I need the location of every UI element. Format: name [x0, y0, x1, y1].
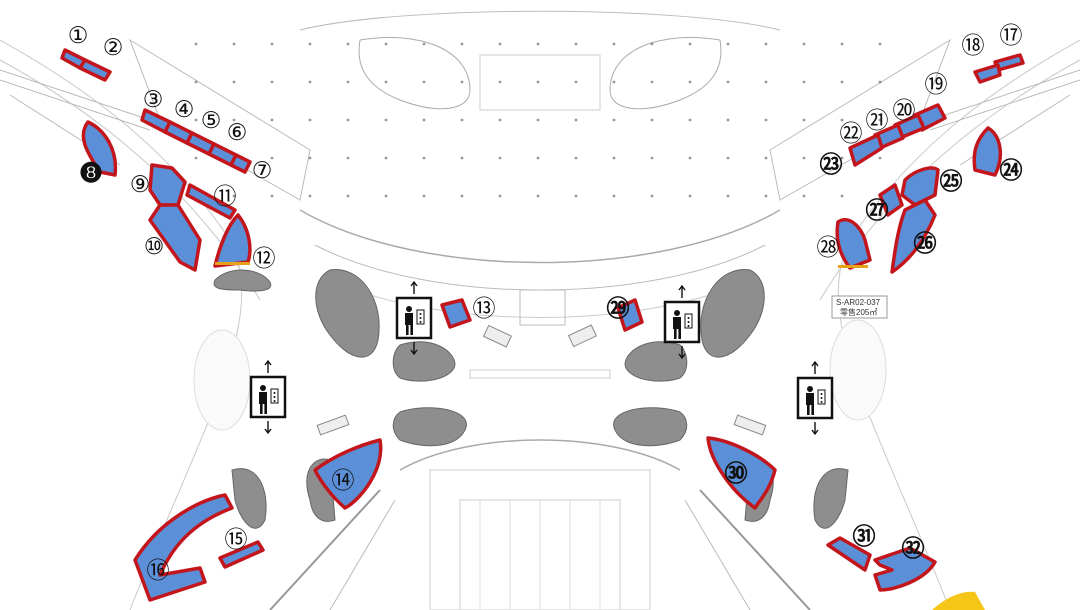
- marker-25[interactable]: ㉕: [940, 168, 963, 195]
- column-grid: [180, 30, 900, 230]
- marker-26[interactable]: ㉖: [914, 230, 937, 257]
- unit-16[interactable]: [133, 493, 234, 602]
- unit-info-label: S-AR02-037 零售205㎡: [831, 295, 888, 319]
- marker-27[interactable]: ㉗: [866, 197, 889, 224]
- marker-23[interactable]: ㉓: [820, 151, 843, 178]
- marker-4[interactable]: ④: [174, 97, 195, 123]
- unit-2[interactable]: [78, 58, 112, 82]
- marker-6[interactable]: ⑥: [227, 120, 248, 146]
- unit-15[interactable]: [218, 540, 265, 569]
- marker-18[interactable]: ⑱: [962, 33, 985, 59]
- highlight-area: [932, 591, 985, 610]
- marker-1[interactable]: ①: [68, 23, 89, 49]
- marker-22[interactable]: ㉒: [840, 121, 863, 147]
- unit-desc: 零售205㎡: [840, 307, 877, 317]
- marker-21[interactable]: ㉑: [866, 108, 889, 134]
- marker-20[interactable]: ⑳: [893, 98, 916, 124]
- unit-31[interactable]: [826, 536, 872, 572]
- marker-5[interactable]: ⑤: [201, 108, 222, 134]
- marker-31[interactable]: ㉛: [853, 523, 876, 550]
- marker-17[interactable]: ⑰: [1000, 23, 1023, 49]
- marker-13[interactable]: ⑬: [473, 296, 496, 322]
- unit-26[interactable]: [890, 198, 937, 274]
- marker-32[interactable]: ㉜: [902, 535, 925, 562]
- marker-10[interactable]: ⑩: [144, 234, 165, 260]
- marker-29[interactable]: ㉙: [607, 295, 630, 322]
- gray-kiosks: [213, 269, 849, 529]
- escalators: [316, 324, 767, 436]
- unit-27[interactable]: [878, 183, 904, 217]
- marker-15[interactable]: ⑮: [225, 527, 248, 553]
- marker-28[interactable]: ㉘: [817, 235, 840, 261]
- unit-32[interactable]: [873, 546, 937, 592]
- unit-18[interactable]: [973, 63, 1002, 84]
- marker-14[interactable]: ⑭: [332, 468, 355, 494]
- unit-24[interactable]: [972, 126, 1003, 177]
- marker-2[interactable]: ②: [103, 35, 124, 61]
- marker-19[interactable]: ⑲: [925, 72, 948, 98]
- unit-markers: ① ② ③ ④ ⑤ ⑥ ⑦ ❽ ⑨ ⑩ ⑪ ⑫ ⑬ ⑭ ⑮ ⑯ ⑰ ⑱ ⑲ ⑳ …: [68, 23, 1023, 584]
- unit-29[interactable]: [616, 298, 644, 332]
- marker-24[interactable]: ㉔: [1000, 157, 1023, 184]
- unit-code: S-AR02-037: [836, 298, 881, 307]
- unit-9[interactable]: [148, 163, 187, 207]
- marker-3[interactable]: ③: [143, 87, 164, 113]
- unit-14[interactable]: [313, 438, 383, 510]
- unit-13[interactable]: [440, 298, 472, 329]
- unit-30[interactable]: [706, 436, 777, 510]
- retail-units: [60, 48, 1025, 602]
- unit-10[interactable]: [148, 203, 202, 272]
- marker-16[interactable]: ⑯: [147, 558, 170, 584]
- unit-28[interactable]: [835, 218, 872, 270]
- marker-8[interactable]: ❽: [79, 158, 103, 189]
- marker-12[interactable]: ⑫: [253, 246, 276, 272]
- marker-9[interactable]: ⑨: [130, 172, 151, 198]
- unit-11[interactable]: [185, 183, 237, 220]
- marker-7[interactable]: ⑦: [252, 158, 273, 184]
- elevator-icon: [249, 359, 287, 435]
- unit-25[interactable]: [900, 166, 940, 207]
- accent-marks: [215, 262, 868, 268]
- marker-30[interactable]: ㉚: [725, 460, 748, 487]
- marker-11[interactable]: ⑪: [214, 184, 237, 210]
- unit-23[interactable]: [848, 133, 884, 167]
- unit-8[interactable]: [81, 120, 118, 177]
- elevator-icon: [796, 360, 834, 436]
- unit-7[interactable]: [229, 153, 252, 174]
